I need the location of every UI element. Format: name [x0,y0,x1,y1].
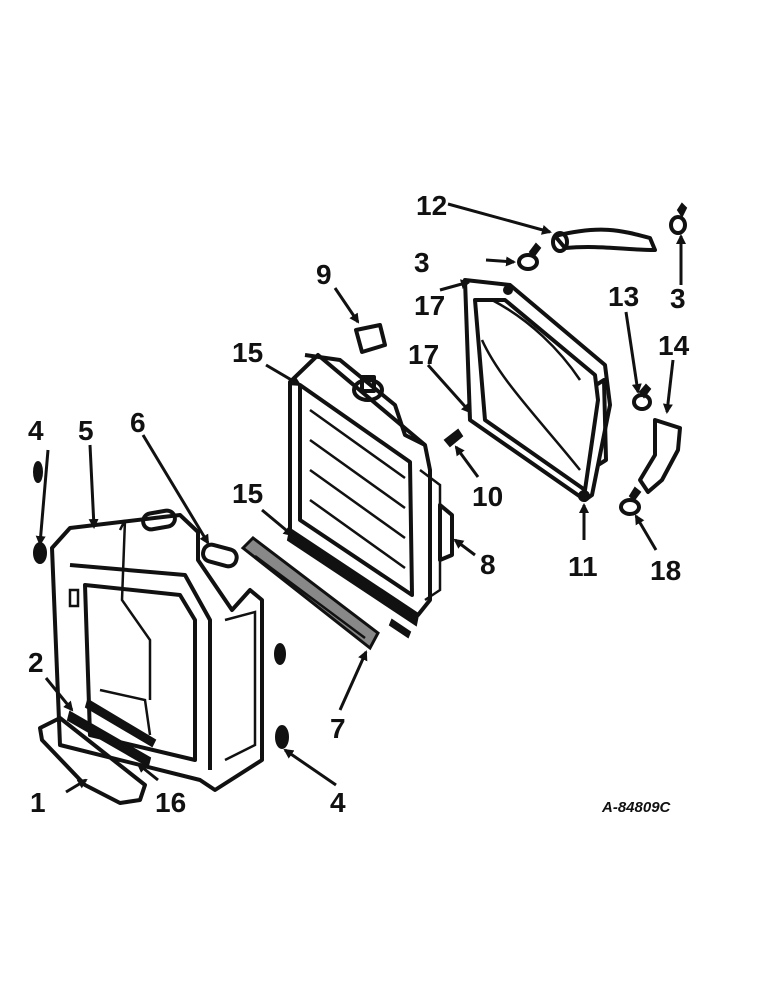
callout-2: 2 [28,647,44,678]
callout-4: 4 [330,787,346,818]
callout-10: 10 [472,481,503,512]
screen-strip-part [66,698,157,768]
callout-14: 14 [658,330,690,361]
callout-12: 12 [416,190,447,221]
radiator-cap-part [354,323,387,354]
lower-hose-part [638,418,682,494]
callout-6: 6 [130,407,146,438]
callout-15: 15 [232,337,263,368]
radiator-core-part [286,353,454,639]
callout-5: 5 [78,415,94,446]
callout-11: 11 [568,551,598,582]
rubber-pad-part [141,508,239,569]
callout-1: 1 [30,787,46,818]
callout-labels: 1 2 3 3 4 4 5 6 7 8 9 10 11 12 13 14 15 … [28,190,690,818]
callout-7: 7 [330,713,346,744]
callout-13: 13 [608,281,639,312]
callout-16: 16 [155,787,186,818]
callout-4: 4 [28,415,44,446]
callout-17: 17 [414,290,445,321]
callout-17: 17 [408,339,439,370]
callout-8: 8 [480,549,496,580]
seal-part [33,461,289,749]
upper-hose-part [551,227,657,253]
leader-lines [35,202,686,794]
callout-3: 3 [414,247,430,278]
callout-3: 3 [670,283,686,314]
baffle-strip-part [240,536,380,651]
callout-18: 18 [650,555,681,586]
callout-9: 9 [316,259,332,290]
hose-clamp-part [517,202,688,516]
bottom-cover-part [38,716,147,805]
grille-shell-part [50,513,264,792]
callout-15: 15 [232,478,263,509]
fan-shroud-part [463,278,612,502]
drawing-code: A-84809C [601,799,672,816]
drain-cock-part [443,428,464,448]
